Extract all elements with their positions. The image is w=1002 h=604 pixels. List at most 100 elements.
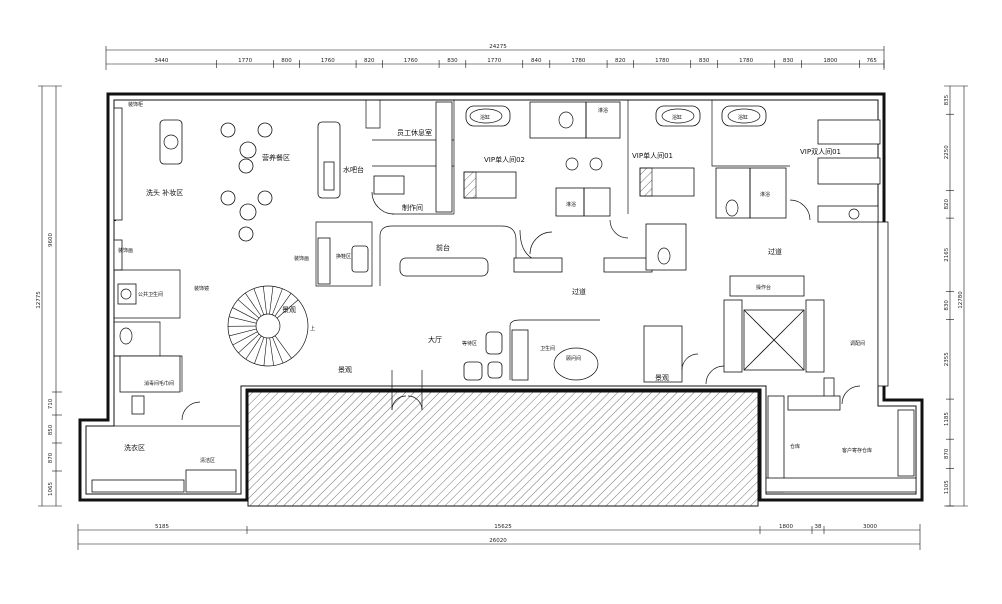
bottom-total-dim: 26020 bbox=[489, 538, 507, 544]
dim-value: 1760 bbox=[321, 58, 335, 64]
left-dim-2: 850 bbox=[48, 424, 54, 435]
label-vip-double: VIP双人间01 bbox=[800, 148, 841, 156]
label-corridor2: 过道 bbox=[768, 247, 782, 256]
label-stair-up: 上 bbox=[310, 325, 315, 332]
dim-value: 820 bbox=[615, 58, 626, 64]
dim-value: 2250 bbox=[944, 145, 950, 159]
bottom-dimensions: 5185 15625 1800 38 3000 26020 bbox=[77, 524, 921, 550]
stair-tread bbox=[263, 337, 268, 366]
label-landscape2: 景观 bbox=[338, 366, 352, 374]
interior-walls bbox=[88, 100, 917, 493]
spiral-staircase bbox=[227, 285, 309, 367]
dim-value: 1105 bbox=[944, 480, 950, 494]
dining-chairs bbox=[220, 122, 273, 242]
dim-value: 1760 bbox=[404, 58, 418, 64]
bottom-dim-3: 1800 bbox=[779, 524, 793, 530]
label-disinfect: 消毒间毛巾间 bbox=[144, 380, 174, 387]
label-tub-3: 浴缸 bbox=[738, 114, 748, 121]
label-nutrition: 营养餐区 bbox=[262, 153, 290, 162]
dim-value: 2355 bbox=[944, 352, 950, 366]
label-cleaning: 清洁区 bbox=[200, 457, 215, 464]
label-shower-3: 淋浴 bbox=[760, 191, 770, 198]
label-staff-rest: 员工休息室 bbox=[397, 128, 432, 137]
label-production: 制作间 bbox=[402, 203, 423, 212]
dim-value: 1780 bbox=[655, 58, 669, 64]
dim-value: 765 bbox=[866, 58, 877, 64]
stair-tread bbox=[238, 333, 260, 354]
dim-value: 2165 bbox=[944, 247, 950, 261]
stair-tread bbox=[232, 307, 258, 321]
dim-value: 830 bbox=[699, 58, 710, 64]
label-landscape3: 景观 bbox=[655, 374, 669, 382]
dim-value: 1780 bbox=[739, 58, 753, 64]
left-total-dim: 12775 bbox=[36, 291, 42, 309]
label-shower-1: 淋浴 bbox=[598, 107, 608, 114]
dim-value: 1770 bbox=[487, 58, 501, 64]
stair-tread bbox=[263, 286, 267, 315]
label-hall: 大厅 bbox=[428, 335, 442, 344]
stair-tread bbox=[237, 299, 260, 319]
label-client-storage: 客户寄存仓库 bbox=[842, 447, 872, 454]
label-tub-2: 浴缸 bbox=[672, 114, 682, 121]
stair-tread bbox=[245, 292, 262, 317]
stair-tread bbox=[232, 331, 258, 346]
left-dimensions: 12775 9600 710 850 870 1065 bbox=[36, 85, 62, 507]
dim-value: 820 bbox=[944, 198, 950, 209]
label-waiting: 等待区 bbox=[462, 340, 477, 347]
label-mixing: 调配间 bbox=[850, 340, 865, 347]
label-laundry: 洗衣区 bbox=[124, 443, 145, 452]
stair-tread bbox=[274, 293, 292, 317]
stair-tread bbox=[245, 335, 262, 360]
left-dim-1: 710 bbox=[48, 398, 54, 409]
stair-tread bbox=[274, 335, 292, 359]
dim-value: 1800 bbox=[823, 58, 837, 64]
label-public-wc: 公共卫生间 bbox=[138, 291, 163, 298]
stair-tread bbox=[276, 299, 299, 319]
stair-tread bbox=[269, 286, 274, 315]
stair-tread bbox=[269, 337, 274, 366]
label-consult: 顾问间 bbox=[566, 355, 581, 362]
label-vip1: VIP单人间01 bbox=[632, 151, 673, 160]
atrium-void bbox=[247, 391, 759, 507]
dim-value: 830 bbox=[944, 300, 950, 311]
stair-tread bbox=[272, 288, 283, 315]
doors bbox=[181, 191, 861, 421]
dim-value: 870 bbox=[944, 448, 950, 459]
left-dim-3: 870 bbox=[48, 452, 54, 463]
left-upper-dim: 9600 bbox=[48, 233, 54, 247]
label-landscape1: 景观 bbox=[282, 306, 296, 314]
bottom-dim-4: 38 bbox=[815, 524, 822, 530]
label-decor1: 装饰画 bbox=[118, 247, 133, 254]
dim-value: 830 bbox=[447, 58, 458, 64]
makeup-fixtures bbox=[117, 119, 183, 415]
label-water-bar: 水吧台 bbox=[343, 165, 364, 174]
top-total-dim: 24275 bbox=[489, 44, 507, 50]
right-total-dim: 12780 bbox=[958, 291, 964, 309]
dim-value: 820 bbox=[364, 58, 375, 64]
bottom-dim-5: 3000 bbox=[863, 524, 877, 530]
label-toilet-2: 卫生间 bbox=[540, 345, 555, 352]
label-tub-1: 浴缸 bbox=[480, 114, 490, 121]
stair-tread bbox=[272, 337, 284, 364]
label-corridor1: 过道 bbox=[572, 287, 586, 296]
stair-tread bbox=[229, 328, 257, 337]
stair-tread bbox=[254, 337, 265, 364]
label-shower-2: 淋浴 bbox=[566, 201, 576, 208]
label-bar-counter: 操作台 bbox=[756, 284, 771, 291]
label-reception: 前台 bbox=[436, 243, 450, 252]
label-decor2: 装饰画 bbox=[294, 255, 309, 262]
dim-value: 830 bbox=[783, 58, 794, 64]
stair-tread bbox=[253, 288, 265, 315]
bottom-dim-2: 15625 bbox=[494, 524, 512, 530]
outer-walls bbox=[78, 92, 924, 502]
dim-value: 1770 bbox=[238, 58, 252, 64]
stair-tread bbox=[229, 316, 257, 324]
label-shoes: 换鞋区 bbox=[336, 253, 351, 260]
label-mirror: 装饰镜 bbox=[194, 285, 209, 292]
label-vip2: VIP单人间02 bbox=[484, 155, 525, 164]
